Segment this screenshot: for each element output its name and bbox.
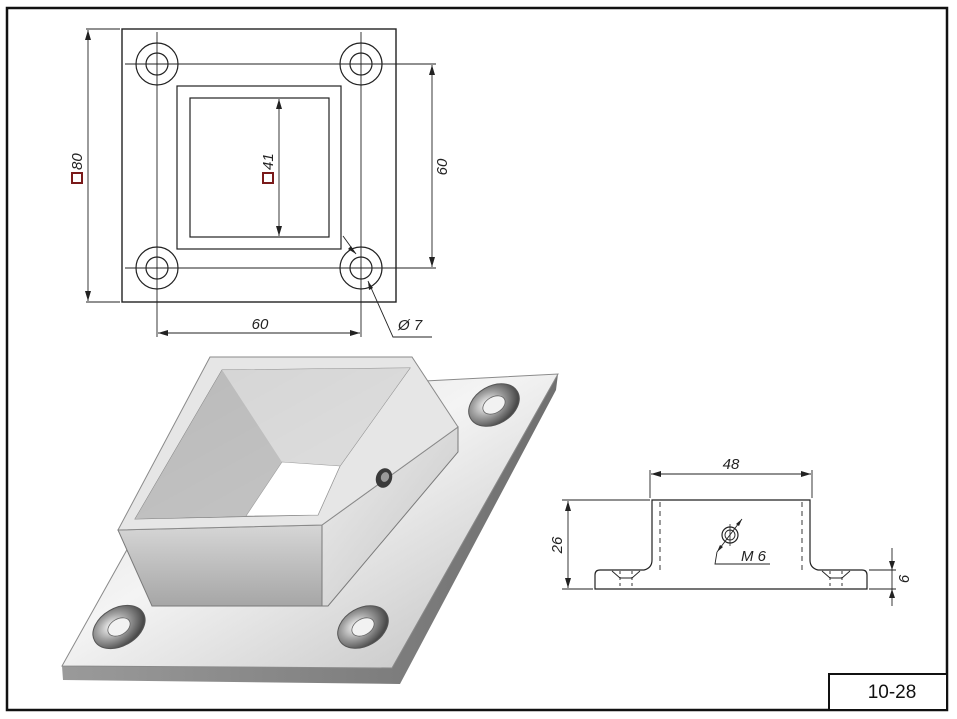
label-thread-size: M 6 [741, 548, 767, 565]
plate-hole-front-left [92, 604, 146, 650]
plate-edge [62, 374, 558, 684]
threaded-hole-m6 [375, 468, 393, 488]
tube-inner-left-wall [135, 370, 282, 519]
top-view [85, 28, 436, 338]
sheet-border [5, 6, 949, 712]
tube-outer-outline [176, 85, 342, 250]
tube-bore-bottom [245, 461, 341, 517]
label-side-height: 26 [549, 536, 566, 554]
title-block-frame [828, 673, 948, 711]
label-hole-spacing-x: 60 [252, 316, 269, 333]
mounting-hole-tl [135, 42, 179, 86]
side-view [562, 470, 896, 606]
thread-leader [714, 551, 770, 565]
hole-diameter-leader [367, 280, 432, 338]
tube-inner-outline [189, 97, 330, 238]
label-plate-thickness: 6 [896, 574, 913, 583]
square-symbol-outer [71, 172, 83, 184]
label-hole-spacing-y: 60 [434, 158, 451, 175]
isometric-view [61, 356, 559, 684]
title-block: 10-28 [828, 673, 948, 711]
label-hole-diameter: Ø 7 [397, 317, 423, 334]
mounting-hole-bl [135, 246, 179, 290]
square-symbol-inner [262, 172, 274, 184]
mounting-hole-br [339, 246, 383, 290]
tube-front-wall [117, 524, 323, 607]
side-view-outline [594, 499, 868, 590]
label-inner-size: 41 [260, 153, 277, 170]
label-side-width: 48 [723, 456, 740, 473]
sheet-number: 10-28 [868, 682, 917, 703]
label-outer-size: 80 [69, 153, 86, 170]
tube-inner-back-wall [222, 368, 410, 466]
plate-hole-front-right [337, 605, 389, 649]
base-plate-outline [121, 28, 397, 303]
mounting-hole-tr [339, 42, 383, 86]
plate-hole-back-right [468, 383, 520, 427]
